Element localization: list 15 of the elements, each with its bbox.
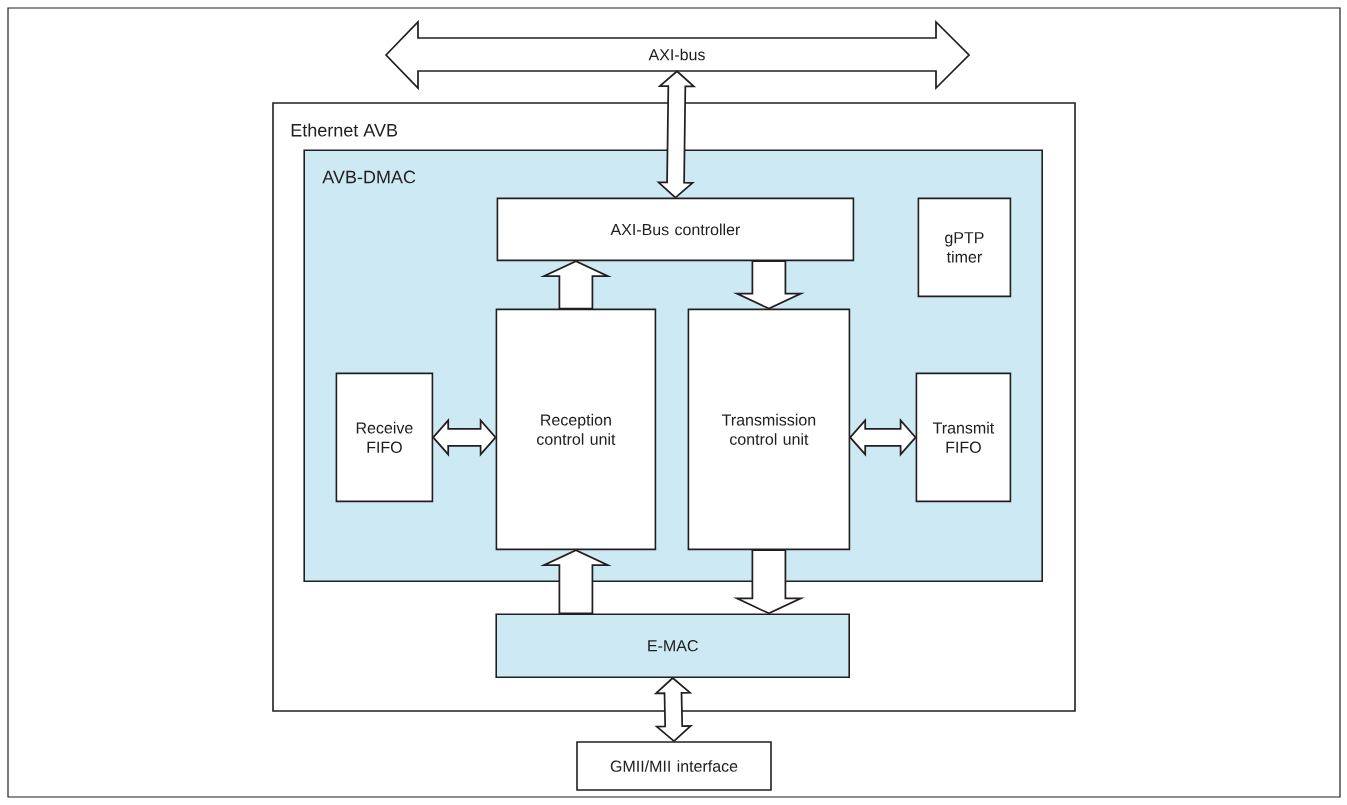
block-box: AXI-Bus controller [496, 197, 855, 262]
block-box: GMII/MII interface [576, 741, 772, 791]
block-box: Transmission control unit [687, 308, 851, 551]
block-box: Reception control unit [495, 308, 657, 551]
block-arrow [849, 418, 917, 457]
block-box: Receive FIFO [335, 372, 434, 503]
block-box: E-MAC [495, 613, 850, 678]
block-box: gPTP timer [917, 197, 1012, 298]
block-arrow [656, 70, 697, 199]
block-arrow [733, 549, 805, 615]
block-arrow [540, 549, 612, 615]
block-arrow [540, 260, 612, 310]
block-arrow [733, 260, 805, 310]
block-box: Transmit FIFO [915, 372, 1012, 503]
block-arrow [432, 418, 497, 457]
